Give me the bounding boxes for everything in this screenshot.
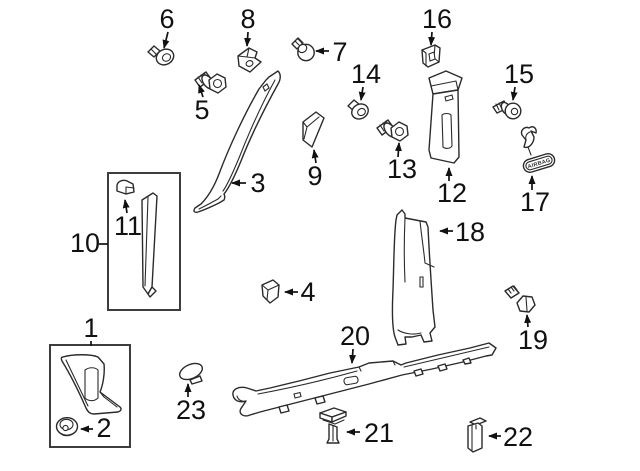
callout-14-number: 14 — [351, 59, 381, 89]
part-10-windshield-pillar-strip — [141, 192, 158, 298]
part-22-retainer-clip — [467, 417, 487, 453]
callout-12-number: 12 — [437, 178, 467, 208]
callout-18-number: 18 — [455, 217, 485, 247]
part-4-clip — [261, 279, 280, 304]
part-14-push-pin-rivet — [347, 99, 369, 120]
callout-6-leader — [162, 31, 170, 49]
callout-11-leader — [122, 199, 130, 214]
callout-23-number: 23 — [176, 395, 206, 425]
part-5-hex-screw — [194, 71, 227, 94]
callout-22-number: 22 — [503, 422, 533, 452]
callout-19-leader — [524, 314, 532, 328]
callout-9-number: 9 — [307, 161, 322, 191]
group-box-1 — [49, 344, 131, 448]
callout-11-number: 11 — [114, 211, 142, 241]
callout-16-leader — [428, 31, 436, 46]
callout-21-number: 21 — [364, 418, 394, 448]
part-2-push-pin — [55, 417, 79, 437]
part-11-clip — [116, 179, 135, 195]
callout-8-leader — [244, 31, 252, 47]
part-19-hex-bolt — [504, 285, 536, 313]
callout-9-leader — [311, 149, 319, 164]
part-17-airbag-emblem: AIRBAG — [520, 126, 556, 173]
callout-5-number: 5 — [194, 95, 209, 125]
callout-20-number: 20 — [340, 321, 370, 351]
part-23-oval-cap — [178, 362, 204, 385]
callout-13-number: 13 — [387, 154, 417, 184]
part-9-trim-pad — [302, 111, 325, 148]
part-7-screw — [291, 37, 315, 62]
part-3-a-pillar-trim — [193, 70, 281, 213]
part-6-push-pin-rivet — [147, 45, 175, 66]
callout-17-number: 17 — [520, 187, 550, 217]
callout-16-number: 16 — [422, 4, 452, 34]
callout-10-number: 10 — [70, 228, 100, 258]
callout-1-number: 1 — [83, 313, 98, 343]
callout-14-leader — [358, 86, 366, 101]
callout-19-number: 19 — [518, 325, 548, 355]
callout-20-leader — [349, 348, 357, 364]
callout-15-number: 15 — [504, 59, 534, 89]
group-box-10 — [107, 172, 181, 311]
part-8-bracket — [237, 47, 262, 73]
part-15-screw — [492, 100, 522, 120]
callout-15-leader — [510, 86, 518, 101]
part-21-retainer-clip — [319, 407, 347, 444]
part-1-cowl-side-trim — [60, 354, 122, 415]
part-12-upper-b-pillar-trim — [428, 70, 463, 164]
callout-5-leader — [198, 84, 205, 98]
callout-2-number: 2 — [96, 413, 111, 443]
callout-7-number: 7 — [332, 37, 347, 67]
callout-8-number: 8 — [240, 4, 255, 34]
callout-6-number: 6 — [159, 4, 174, 34]
part-18-lower-b-pillar-trim — [391, 209, 436, 346]
part-16-clip — [421, 44, 441, 68]
callout-3-number: 3 — [250, 168, 265, 198]
callout-13-leader — [394, 142, 402, 158]
part-13-hex-screw — [376, 119, 409, 142]
part-20-sill-scuff-plate — [232, 342, 497, 417]
callout-4-number: 4 — [300, 277, 315, 307]
